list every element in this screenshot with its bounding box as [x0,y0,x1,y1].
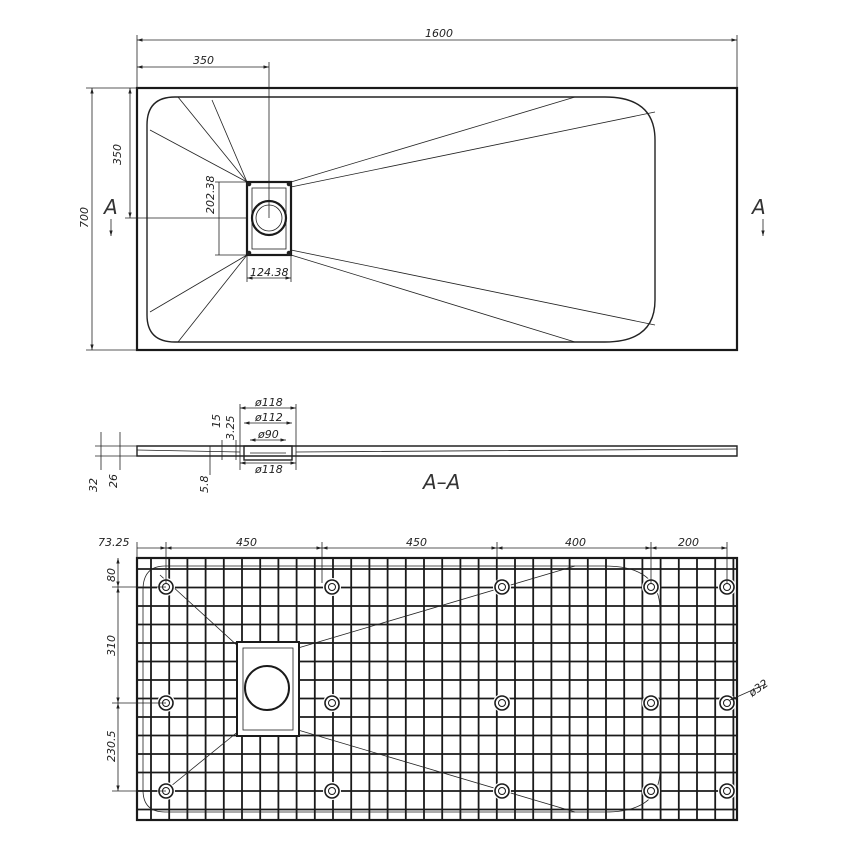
dim-2305: 230.5 [105,731,118,763]
tray-outline [135,86,739,352]
top-view: 1600 350 350 700 202.38 124.38 A A [78,27,766,352]
dim-7325: 73.25 [98,536,130,549]
dim-26: 26 [107,474,120,488]
dim-drain-x: 350 [193,54,214,67]
section-view: ø118 ø112 ø90 ø118 15 3.25 5.8 32 26 A–A [87,396,738,494]
tray-section [136,445,738,457]
dim-325: 3.25 [224,416,237,441]
dim-drain-y: 350 [111,144,124,165]
dim-length: 1600 [425,27,453,40]
dim-450-b: 450 [406,536,427,549]
base-slope-lines [159,565,576,813]
section-label: A–A [421,470,460,494]
base-contour [142,565,661,813]
basin-outline [146,96,656,343]
dim-118-bottom: ø118 [254,463,283,476]
section-mark-left: A [102,195,118,219]
support-grid [137,558,737,820]
dim-58: 5.8 [198,476,211,494]
dim-400: 400 [565,536,586,549]
dim-90: ø90 [257,428,279,441]
dim-15: 15 [210,414,223,428]
dim-450-a: 450 [236,536,257,549]
dim-drain-w: 124.38 [250,266,289,279]
dim-118-top: ø118 [254,396,283,409]
dim-310: 310 [105,635,118,656]
dim-32: 32 [87,478,100,492]
dim-80: 80 [105,568,118,582]
slope-lines [149,96,656,343]
bottom-view: 73.25 450 450 400 200 80 310 230.5 ø32 [98,536,771,822]
section-mark-right: A [750,195,766,219]
dim-width: 700 [78,207,91,228]
base-outline [135,556,739,822]
drain-section [243,445,293,461]
dim-200: 200 [678,536,699,549]
dim-112: ø112 [254,411,283,424]
dim-foot-diameter: ø32 [745,677,770,700]
dim-drain-h: 202.38 [204,176,217,215]
drain-hole [244,665,290,711]
